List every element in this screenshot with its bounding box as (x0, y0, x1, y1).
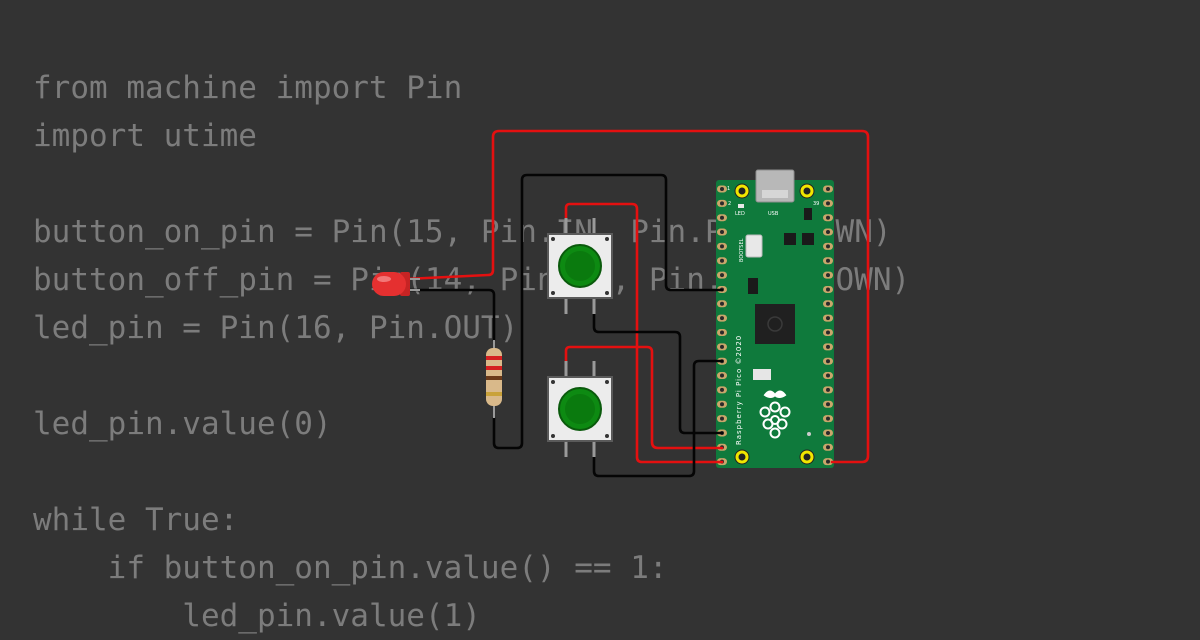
pico-pin-hole-right-6 (826, 258, 830, 263)
wire-resistor-to-gp16[interactable] (492, 173, 724, 450)
pico-pin-hole-right-9 (826, 301, 830, 306)
wire-button-on-to-gp15[interactable] (592, 311, 724, 435)
pico-pins-right (823, 185, 833, 466)
pushbutton-off[interactable] (547, 361, 613, 457)
onboard-led (738, 204, 744, 208)
pico-pin-hole-left-12 (720, 344, 724, 349)
bootsel-button[interactable] (745, 234, 763, 258)
wire-button-off-power[interactable] (564, 345, 724, 450)
pico-pin-hole-left-6 (720, 258, 724, 263)
pico-pin-hole-left-9 (720, 301, 724, 306)
wire-button-off-to-gp14[interactable] (592, 359, 724, 478)
wire-led-cathode-to-resistor[interactable] (406, 288, 496, 342)
rp2040-chip (755, 304, 795, 344)
pico-pin-hole-left-15 (720, 387, 724, 392)
pico-pin-hole-left-17 (720, 416, 724, 421)
pico-pin-hole-right-2 (826, 201, 830, 206)
pico-pin-hole-right-11 (826, 330, 830, 335)
red-led[interactable] (372, 272, 420, 296)
pico-pin-hole-right-17 (826, 416, 830, 421)
pico-pin-hole-left-7 (720, 273, 724, 278)
pico-pin-hole-right-16 (826, 402, 830, 407)
pico-pin-hole-right-13 (826, 359, 830, 364)
pico-pin-hole-right-12 (826, 344, 830, 349)
pico-pin-hole-left-1 (720, 187, 724, 191)
pico-pin-hole-right-3 (826, 215, 830, 220)
pico-pin-hole-right-8 (826, 287, 830, 292)
pushbutton-on[interactable] (547, 218, 613, 314)
pico-pin-hole-right-5 (826, 244, 830, 249)
pico-pin-hole-right-4 (826, 230, 830, 235)
pico-board[interactable]: 1 2 39 LED USB BOOTSEL Raspberry Pi Pico… (716, 169, 834, 468)
pico-pin-hole-right-19 (826, 445, 830, 450)
code-line-2: import utime (33, 118, 257, 154)
resistor[interactable] (486, 340, 502, 418)
pico-pin-hole-left-11 (720, 330, 724, 335)
pico-pin-hole-left-4 (720, 230, 724, 235)
pico-pin1-label: 1 (727, 186, 730, 192)
pico-pin-hole-right-10 (826, 316, 830, 321)
raspberry-logo-icon (759, 390, 791, 439)
pico-pin-hole-left-14 (720, 373, 724, 378)
pico-pin-hole-left-10 (720, 316, 724, 321)
pico-usb-label: USB (768, 211, 779, 217)
code-line-11: if button_on_pin.value() == 1: (33, 550, 668, 586)
pico-pin-hole-left-5 (720, 244, 724, 249)
pico-model-label: Raspberry Pi Pico ©2020 (735, 335, 743, 445)
pico-pin-hole-right-14 (826, 373, 830, 378)
pico-bootsel-label: BOOTSEL (739, 238, 745, 262)
pico-pin-hole-right-20 (826, 459, 830, 464)
pico-pin-hole-right-7 (826, 273, 830, 278)
code-line-10: while True: (33, 502, 239, 538)
code-line-1: from machine import Pin (33, 70, 463, 106)
pico-pin-hole-right-18 (826, 430, 830, 435)
pico-led-label: LED (735, 211, 745, 217)
wire-led-anode-to-3v3[interactable] (404, 129, 870, 464)
pico-pin-hole-right-1 (826, 187, 830, 191)
pico-pin-hole-left-16 (720, 402, 724, 407)
wire-button-on-power[interactable] (564, 202, 724, 464)
code-line-8: led_pin.value(0) (33, 406, 332, 442)
pico-pin-hole-left-3 (720, 215, 724, 220)
pico-pin39-label: 39 (813, 201, 819, 207)
pico-pin2-label: 2 (728, 201, 731, 207)
code-line-12: led_pin.value(1) (33, 598, 481, 634)
pico-pin-hole-left-2 (720, 201, 724, 206)
pico-pin-hole-right-15 (826, 387, 830, 392)
